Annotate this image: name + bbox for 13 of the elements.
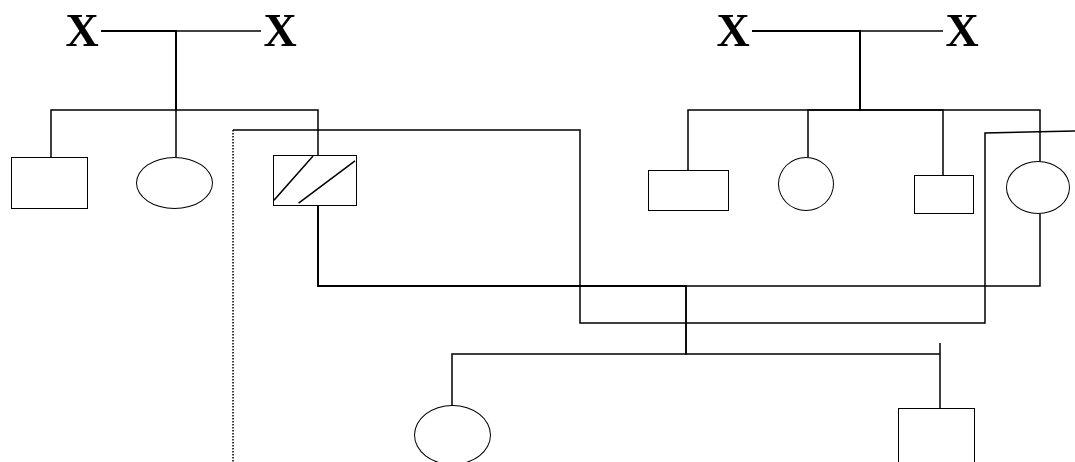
square-symbol (898, 408, 975, 462)
marker-x: X (714, 11, 752, 51)
pedigree-line (100, 30, 319, 156)
square-symbol (648, 170, 729, 211)
marker-x: X (261, 11, 299, 51)
marker-x: X (943, 11, 981, 51)
hatched-square-symbol (273, 155, 357, 206)
square-symbol (914, 175, 974, 214)
circle-symbol (778, 157, 834, 211)
square-symbol (11, 157, 88, 209)
marker-x: X (63, 11, 101, 51)
pedigree-line (751, 30, 1041, 162)
pedigree-line (317, 205, 941, 409)
